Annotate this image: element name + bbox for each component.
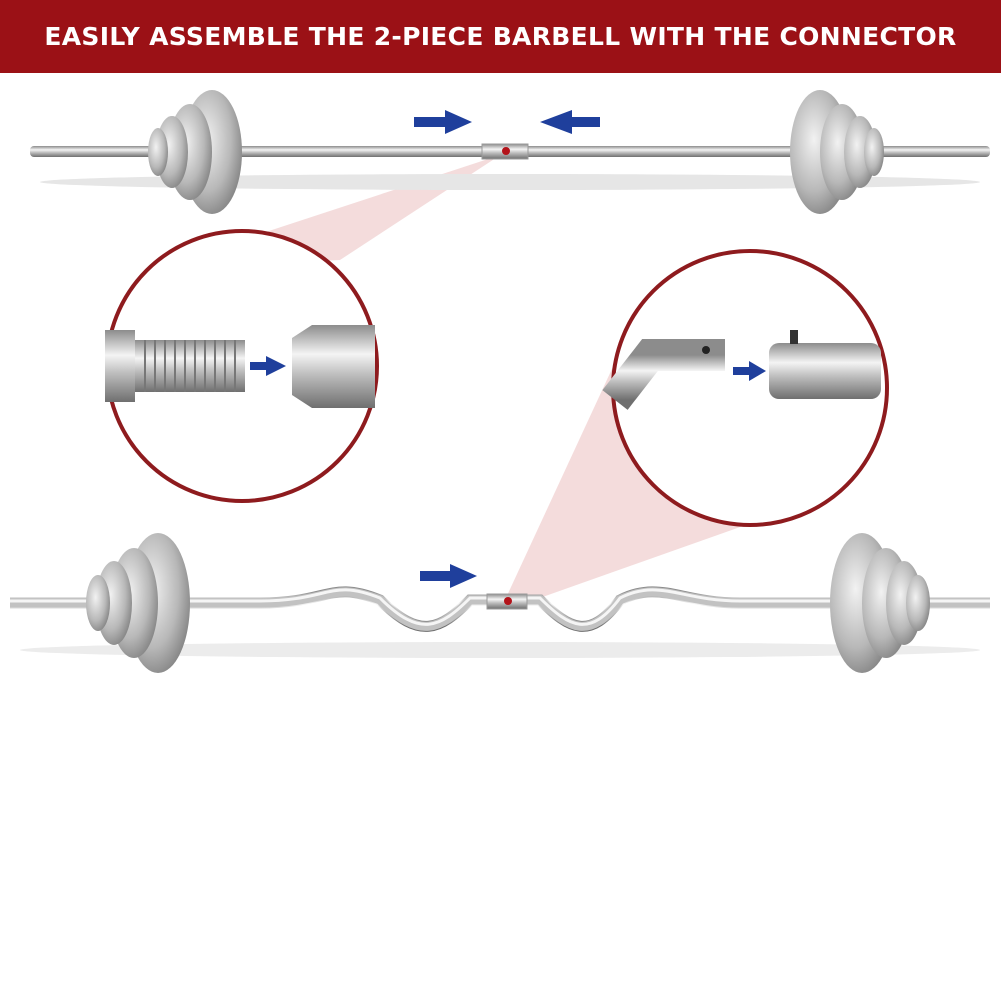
banner-title: EASILY ASSEMBLE THE 2-PIECE BARBELL WITH… [44,22,957,51]
arrow-left-icon [540,110,600,134]
connector-dot [502,147,510,155]
connector-dot [504,597,512,605]
arrow-right-icon [250,356,286,376]
weight-plates-left [86,533,190,673]
barbell-illustration [10,90,990,673]
weight-plates-right [790,90,884,214]
arrow-right-icon [414,110,472,134]
zoom-cone-left [150,152,505,270]
weight-plates-right [830,533,930,673]
arrow-right-icon [420,564,477,588]
detail-circle-pin-connector [602,249,889,527]
weight-plates-left [148,90,242,214]
zoom-cone-right [505,330,760,605]
straight-barbell [30,90,990,214]
curl-barbell [10,533,990,673]
arrow-right-icon [733,361,766,381]
detail-circle-threaded-connector [105,229,379,503]
title-banner: EASILY ASSEMBLE THE 2-PIECE BARBELL WITH… [0,0,1001,73]
